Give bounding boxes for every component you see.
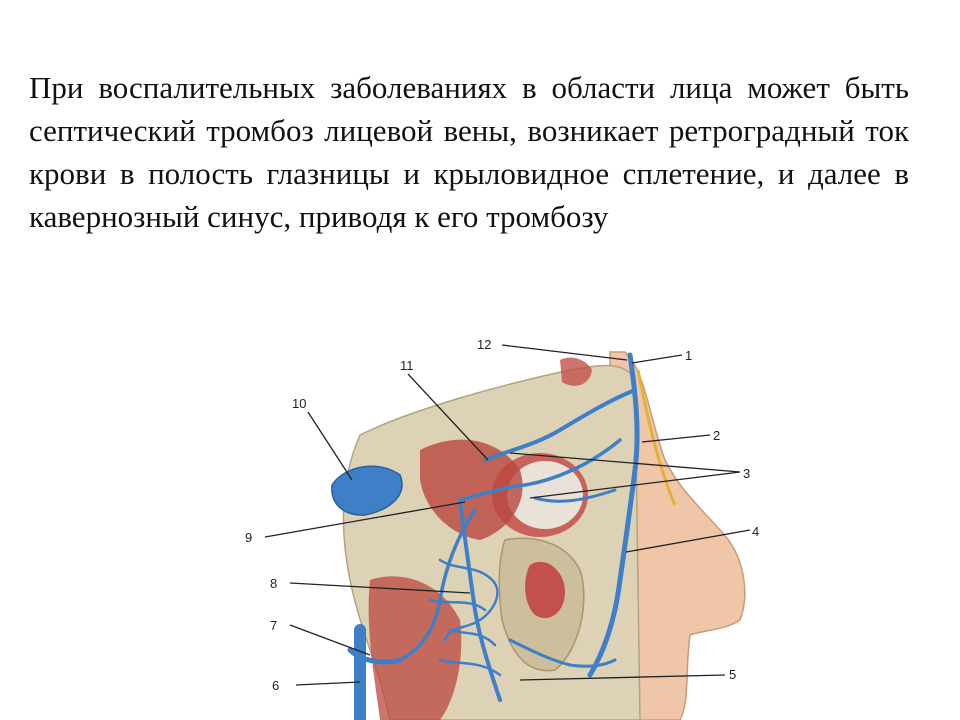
vein-network (347, 352, 640, 720)
callout-label-12: 12 (477, 337, 491, 352)
callout-label-6: 6 (272, 678, 279, 693)
callout-label-10: 10 (292, 396, 306, 411)
callout-label-2: 2 (713, 428, 720, 443)
slide-paragraph: При воспалительных заболеваниях в област… (29, 70, 909, 234)
callout-label-4: 4 (752, 524, 759, 539)
face-profile (609, 351, 746, 720)
callout-label-7: 7 (270, 618, 277, 633)
callout-label-3: 3 (743, 466, 750, 481)
callout-label-1: 1 (685, 348, 692, 363)
anatomy-illustration: 1 2 3 4 5 6 7 8 9 10 11 12 (245, 337, 759, 720)
callout-label-9: 9 (245, 530, 252, 545)
callout-label-8: 8 (270, 576, 277, 591)
callout-lines (264, 344, 751, 686)
orbital-fat-10 (331, 465, 403, 516)
callout-label-11: 11 (400, 358, 414, 373)
callout-label-5: 5 (729, 667, 736, 682)
